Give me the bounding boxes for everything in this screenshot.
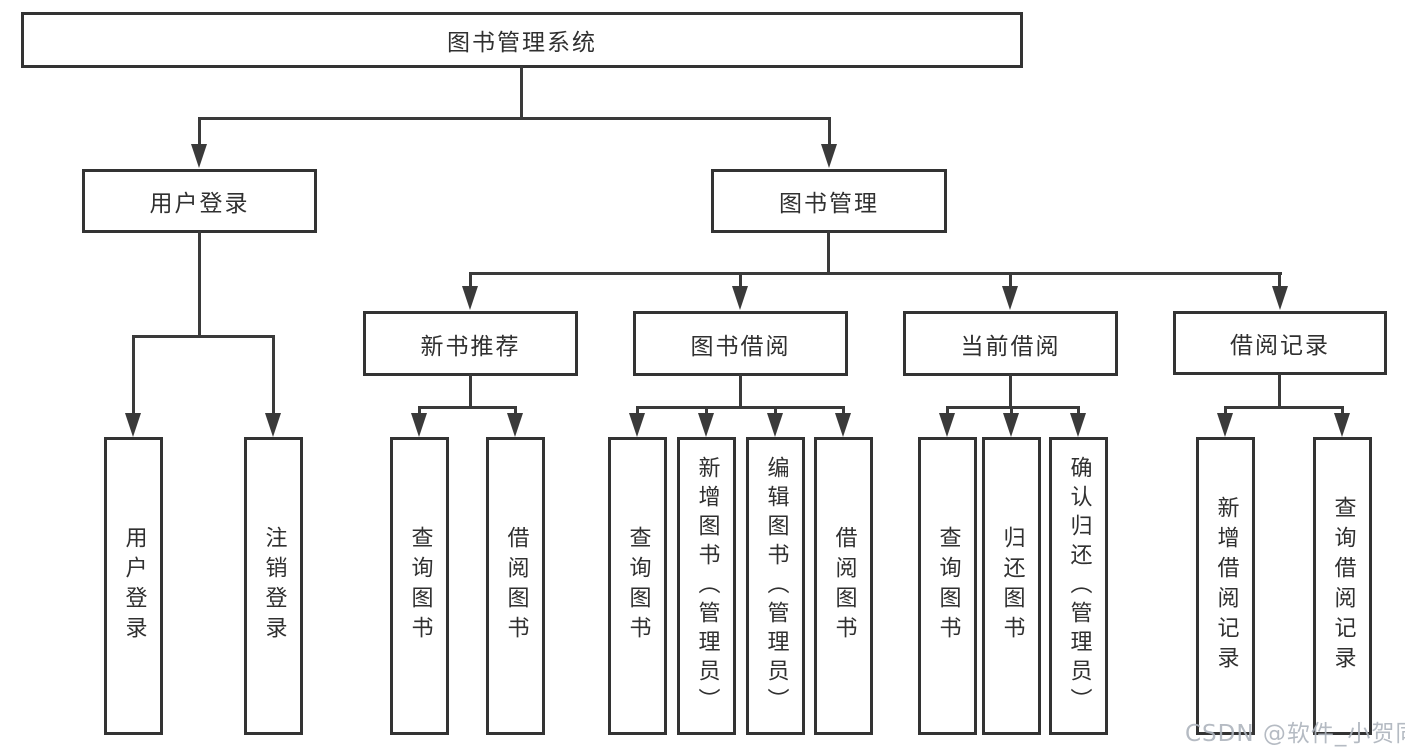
connector-line <box>842 406 845 416</box>
arrow-down-icon <box>265 413 281 437</box>
arrow-down-icon <box>835 413 851 437</box>
node-new-book-recommend: 新书推荐 <box>363 311 578 376</box>
connector-line <box>1009 272 1012 290</box>
leaf-recommend-query-book-label: 查询图书 <box>407 526 433 646</box>
leaf-records-add-record-label: 新增借阅记录 <box>1213 496 1239 676</box>
arrow-down-icon <box>507 413 523 437</box>
connector-line <box>739 374 742 408</box>
leaf-borrowing-add-book: 新增图书（管理员） <box>677 437 736 735</box>
arrow-down-icon <box>1334 413 1350 437</box>
node-root-label: 图书管理系统 <box>447 30 597 56</box>
arrow-down-icon <box>125 413 141 437</box>
leaf-recommend-borrow-book-label: 借阅图书 <box>503 526 529 646</box>
connector-line <box>520 66 523 120</box>
connector-line <box>946 406 1080 409</box>
arrow-down-icon <box>939 413 955 437</box>
connector-line <box>418 406 421 416</box>
leaf-borrowing-borrow-book-label: 借阅图书 <box>831 526 857 646</box>
connector-line <box>946 406 949 416</box>
node-borrow-records: 借阅记录 <box>1173 311 1387 375</box>
connector-line <box>132 335 135 415</box>
node-current-borrowing: 当前借阅 <box>903 311 1118 376</box>
arrow-down-icon <box>821 144 837 168</box>
leaf-current-query-book-label: 查询图书 <box>935 526 961 646</box>
connector-line <box>774 406 777 416</box>
connector-line <box>514 406 517 416</box>
arrow-down-icon <box>1003 413 1019 437</box>
connector-line <box>636 406 845 409</box>
leaf-borrowing-borrow-book: 借阅图书 <box>814 437 873 735</box>
connector-line <box>828 117 831 148</box>
arrow-down-icon <box>411 413 427 437</box>
connector-line <box>827 231 830 275</box>
arrow-down-icon <box>1002 286 1018 310</box>
node-book-borrowing: 图书借阅 <box>633 311 848 376</box>
csdn-watermark: CSDN @软件_小贺同学 <box>1185 721 1405 747</box>
node-current-borrowing-label: 当前借阅 <box>960 333 1061 360</box>
arrow-down-icon <box>462 286 478 310</box>
arrow-down-icon <box>191 144 207 168</box>
leaf-current-return-book-label: 归还图书 <box>999 526 1025 646</box>
leaf-current-confirm-return-label: 确认归还（管理员） <box>1066 455 1092 717</box>
connector-line <box>1009 374 1012 408</box>
connector-line <box>1341 406 1344 416</box>
connector-line <box>1010 406 1013 416</box>
connector-line <box>469 272 1282 275</box>
connector-line <box>469 374 472 408</box>
connector-line <box>198 117 830 120</box>
node-book-borrowing-label: 图书借阅 <box>690 333 791 360</box>
leaf-borrowing-query-book-label: 查询图书 <box>625 526 651 646</box>
leaf-logout: 注销登录 <box>244 437 303 735</box>
node-user-login: 用户登录 <box>82 169 317 233</box>
leaf-recommend-query-book: 查询图书 <box>390 437 449 735</box>
leaf-user-login: 用户登录 <box>104 437 163 735</box>
leaf-borrowing-edit-book: 编辑图书（管理员） <box>746 437 805 735</box>
leaf-borrowing-add-book-label: 新增图书（管理员） <box>694 455 720 717</box>
connector-line <box>1278 374 1281 408</box>
leaf-current-return-book: 归还图书 <box>982 437 1041 735</box>
leaf-borrowing-edit-book-label: 编辑图书（管理员） <box>763 455 789 717</box>
connector-line <box>739 272 742 290</box>
arrow-down-icon <box>629 413 645 437</box>
leaf-current-confirm-return: 确认归还（管理员） <box>1049 437 1108 735</box>
connector-line <box>1224 406 1227 416</box>
arrow-down-icon <box>1070 413 1086 437</box>
connector-line <box>198 117 201 148</box>
leaf-recommend-borrow-book: 借阅图书 <box>486 437 545 735</box>
connector-line <box>469 272 472 290</box>
leaf-logout-label: 注销登录 <box>261 526 287 646</box>
node-root: 图书管理系统 <box>21 12 1023 68</box>
node-new-book-recommend-label: 新书推荐 <box>420 333 521 360</box>
connector-line <box>418 406 517 409</box>
connector-line <box>198 231 201 335</box>
leaf-user-login-label: 用户登录 <box>121 526 147 646</box>
node-borrow-records-label: 借阅记录 <box>1230 333 1330 359</box>
connector-line <box>132 335 274 338</box>
arrow-down-icon <box>698 413 714 437</box>
node-user-login-label: 用户登录 <box>149 191 250 217</box>
connector-line <box>636 406 639 416</box>
arrow-down-icon <box>767 413 783 437</box>
leaf-records-query-record-label: 查询借阅记录 <box>1330 496 1356 676</box>
connector-line <box>1278 272 1281 290</box>
leaf-borrowing-query-book: 查询图书 <box>608 437 667 735</box>
leaf-records-add-record: 新增借阅记录 <box>1196 437 1255 735</box>
leaf-current-query-book: 查询图书 <box>918 437 977 735</box>
connector-line <box>272 335 275 415</box>
node-book-management: 图书管理 <box>711 169 947 233</box>
connector-line <box>1224 406 1344 409</box>
node-book-management-label: 图书管理 <box>779 191 879 217</box>
connector-line <box>1077 406 1080 416</box>
arrow-down-icon <box>1272 286 1288 310</box>
connector-line <box>705 406 708 416</box>
leaf-records-query-record: 查询借阅记录 <box>1313 437 1372 735</box>
arrow-down-icon <box>1217 413 1233 437</box>
arrow-down-icon <box>732 286 748 310</box>
